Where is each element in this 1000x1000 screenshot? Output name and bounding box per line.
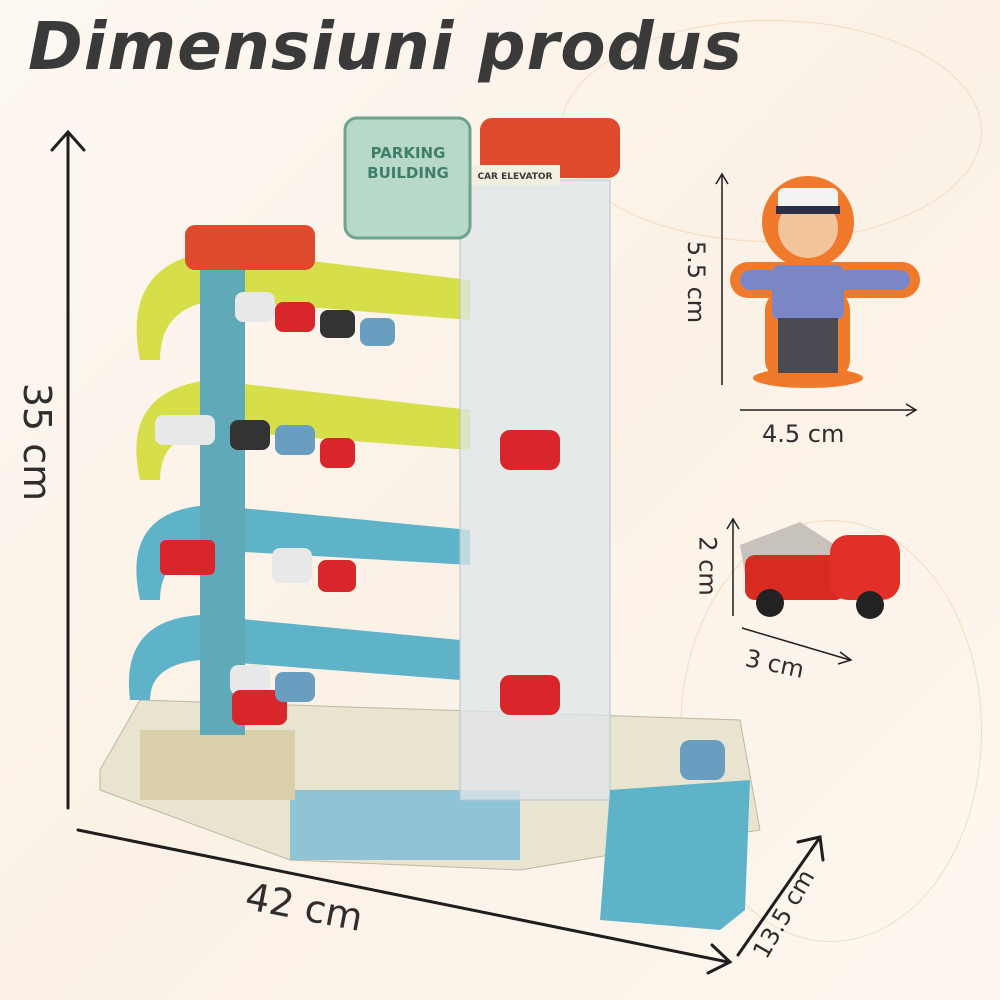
figure-height-label: 5.5 cm [682, 240, 711, 324]
elevator-label-strip [470, 165, 560, 185]
policeman-figure [730, 176, 920, 388]
car-width-arrow [741, 627, 851, 661]
height-label: 35 cm [15, 382, 60, 502]
page-title: Dimensiuni produs [28, 8, 744, 85]
sign-text: BUILDING [367, 164, 449, 182]
toy-pillar [200, 255, 245, 735]
car-height-label: 2 cm [693, 536, 722, 596]
platform-top [185, 225, 315, 270]
parking-sign [343, 116, 472, 240]
elevator-top [480, 118, 620, 178]
exit-ramp [600, 780, 750, 930]
toy-cars [155, 292, 725, 780]
base-picture-panel [290, 790, 520, 860]
red-truck [740, 522, 900, 619]
elevator-label: CAR ELEVATOR [477, 172, 552, 182]
figure-width-label: 4.5 cm [762, 420, 845, 448]
width-arrow [76, 828, 730, 964]
sign-text: PARKING [371, 144, 446, 162]
base-picture-panel [140, 730, 295, 800]
depth-arrow [736, 838, 820, 957]
